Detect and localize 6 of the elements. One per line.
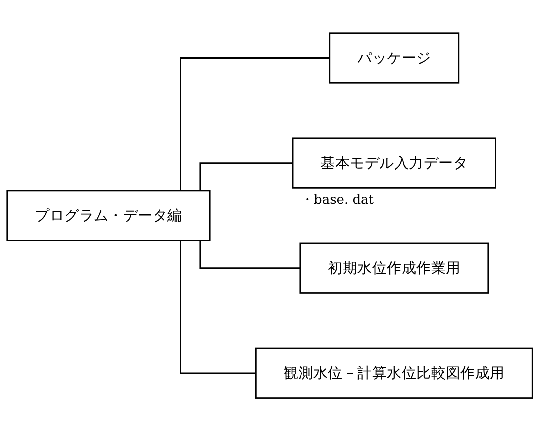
node-box: プログラム・データ編	[6, 190, 211, 242]
node-box: 初期水位作成作業用	[300, 242, 490, 294]
node-box: 観測水位－計算水位比較図作成用	[256, 348, 534, 400]
node-box: パッケージ	[329, 32, 460, 84]
node-box: 基本モデル入力データ	[292, 138, 496, 190]
file-name-note: ・base. dat	[301, 192, 374, 210]
